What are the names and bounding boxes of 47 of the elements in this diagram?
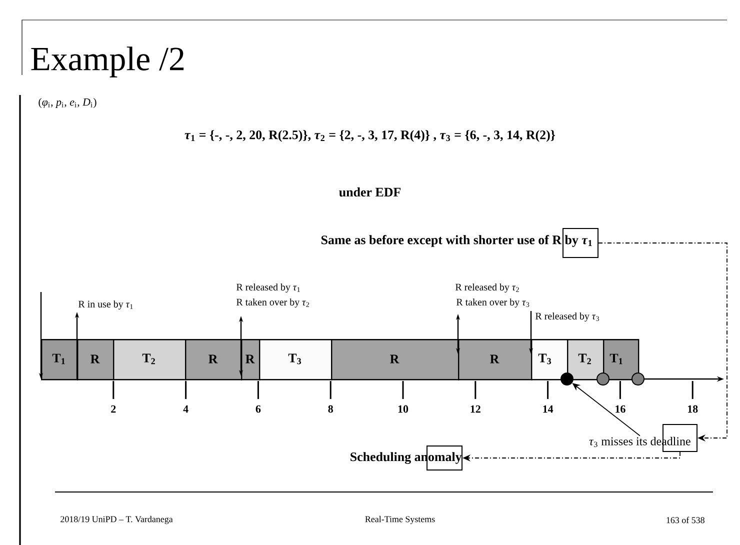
event-label: R taken over by τ$_{2}$ xyxy=(236,298,310,308)
schedule-segment xyxy=(331,339,460,380)
connector xyxy=(598,242,728,442)
tick-label: 8 xyxy=(328,405,333,413)
node-label: T$_{1}$ xyxy=(610,354,622,364)
node-label: T$_{2}$ xyxy=(578,354,591,364)
schedule-segment xyxy=(567,339,604,380)
schedule-segment xyxy=(241,339,260,380)
footer-text: Real-Time Systems xyxy=(365,516,435,524)
node-label: T$_{3}$ xyxy=(538,354,552,364)
subtitle: Same as before except with shorter use of R by τ$_{1}$ xyxy=(321,235,592,247)
schedule-segment xyxy=(259,339,332,380)
node-label: R xyxy=(490,354,500,364)
schedule-segment xyxy=(41,339,78,380)
node-label: R xyxy=(208,354,218,364)
node-label: T$_{3}$ xyxy=(288,354,302,364)
tick-label: 14 xyxy=(543,405,554,413)
highlight-box xyxy=(562,228,598,258)
footer-text: 2018/19 UniPD – T. Vardanega xyxy=(60,516,173,524)
event-label: R released by τ$_{3}$ xyxy=(535,312,599,322)
node-label: T$_{1}$ xyxy=(52,354,65,364)
tick-label: 2 xyxy=(111,405,116,413)
tick-label: 4 xyxy=(183,405,188,413)
node-label: T$_{2}$ xyxy=(142,354,155,364)
slide-title: Example /2 xyxy=(31,46,184,78)
deadline-dot xyxy=(632,372,644,386)
parameter-list: (φ$_{i}$, p$_{i}$, e$_{i}$, D$_{i}$) xyxy=(38,98,96,108)
tick-label: 12 xyxy=(470,405,480,413)
schedule-segment xyxy=(458,339,532,380)
tick-label: 18 xyxy=(688,405,698,413)
event-label: R taken over by τ$_{3}$ xyxy=(456,298,530,308)
schedule-segment xyxy=(113,339,186,380)
tick-label: 6 xyxy=(256,405,261,413)
schedule-segment xyxy=(531,339,568,380)
page-number: 163 of 538 xyxy=(666,516,704,524)
event-label: R in use by τ$_{1}$ xyxy=(78,300,133,310)
schedule-segment xyxy=(603,339,640,380)
node-label: R xyxy=(246,354,255,364)
schedule-segment xyxy=(77,339,114,380)
subtitle: under EDF xyxy=(339,187,400,197)
event-label: R released by τ$_{2}$ xyxy=(455,283,519,293)
node-label: R xyxy=(90,354,100,364)
task-set: τ$_{1}$ = {-, -, 2, 20, R(2.5)}, τ$_{2}$ = {2, -, 3, 17, R(4)} , τ$_{3}$ = {6, -, 3, 14, R(2)} xyxy=(184,130,556,142)
tick-label: 16 xyxy=(616,405,626,413)
tick-label: 10 xyxy=(398,405,408,413)
node-label: R xyxy=(390,354,400,364)
event-label: R released by τ$_{1}$ xyxy=(236,283,300,293)
